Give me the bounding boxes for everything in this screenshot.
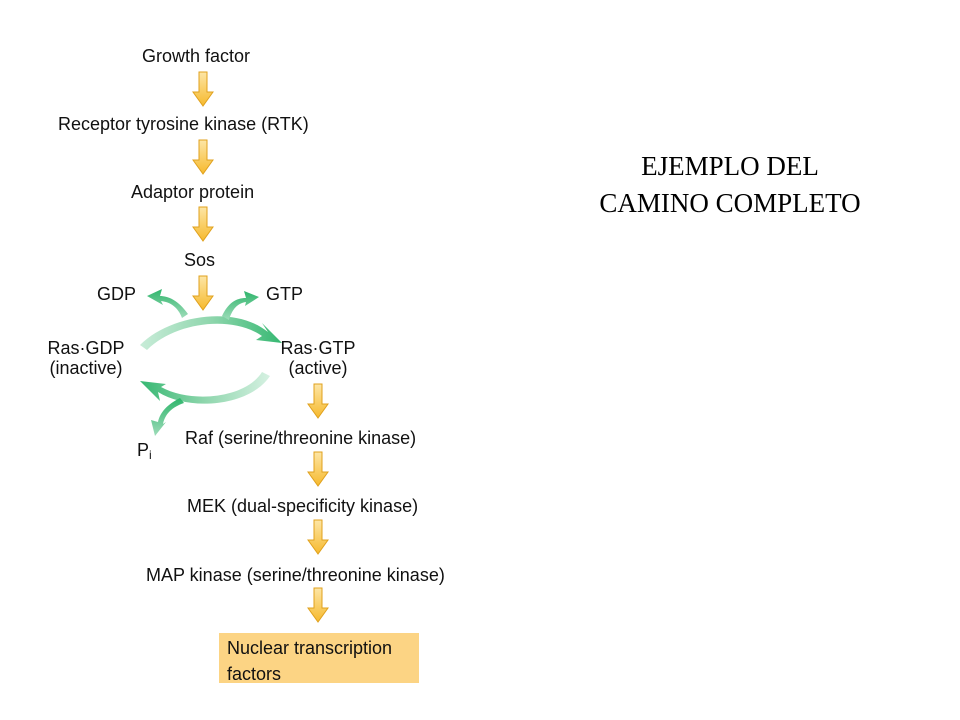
arrow-map-to-nuclear [307, 587, 329, 623]
ras-gdp-label: Ras·GDP (inactive) [36, 338, 136, 378]
arrow-adaptor-to-sos [192, 206, 214, 242]
gdp-release-arrow [147, 289, 188, 318]
nuclear-factors-label-line1: Nuclear transcription [227, 638, 393, 658]
slide-title-line1: EJEMPLO DEL [641, 151, 819, 181]
adaptor-protein-label: Adaptor protein [131, 182, 255, 202]
gdp-label: GDP [97, 284, 137, 304]
arrow-rasgtp-to-raf [307, 383, 329, 419]
mek-label: MEK (dual-specificity kinase) [187, 496, 419, 516]
raf-label: Raf (serine/threonine kinase) [185, 428, 417, 448]
arrow-mek-to-map [307, 519, 329, 555]
arrow-growth-to-rtk [192, 71, 214, 107]
ras-gtp-state: (active) [288, 358, 348, 378]
nuclear-factors-box: Nuclear transcription factors [219, 633, 419, 684]
map-kinase-label: MAP kinase (serine/threonine kinase) [146, 565, 445, 585]
ras-gdp-state: (inactive) [49, 358, 123, 378]
arrow-raf-to-mek [307, 451, 329, 487]
rtk-label: Receptor tyrosine kinase (RTK) [58, 114, 309, 134]
pi-release-arrow [151, 398, 184, 436]
ras-gtp-name: Ras·GTP [280, 338, 356, 358]
ras-gdp-name: Ras·GDP [47, 338, 125, 358]
slide-title-line2: CAMINO COMPLETO [599, 188, 861, 218]
cycle-arrow-inactivation [140, 372, 270, 404]
arrow-rtk-to-adaptor [192, 139, 214, 175]
pi-main: P [137, 440, 150, 460]
slide-title: EJEMPLO DEL CAMINO COMPLETO [520, 148, 940, 222]
cycle-arrow-activation [140, 316, 282, 350]
pi-label: Pi [137, 440, 152, 465]
gtp-label: GTP [266, 284, 304, 304]
sos-label: Sos [184, 250, 216, 270]
growth-factor-label: Growth factor [142, 46, 251, 66]
nuclear-factors-label-line2: factors [227, 664, 282, 684]
pi-subscript: i [149, 448, 152, 462]
arrow-sos-down [192, 275, 214, 311]
gtp-uptake-arrow [222, 291, 259, 320]
ras-gtp-label: Ras·GTP (active) [268, 338, 368, 378]
